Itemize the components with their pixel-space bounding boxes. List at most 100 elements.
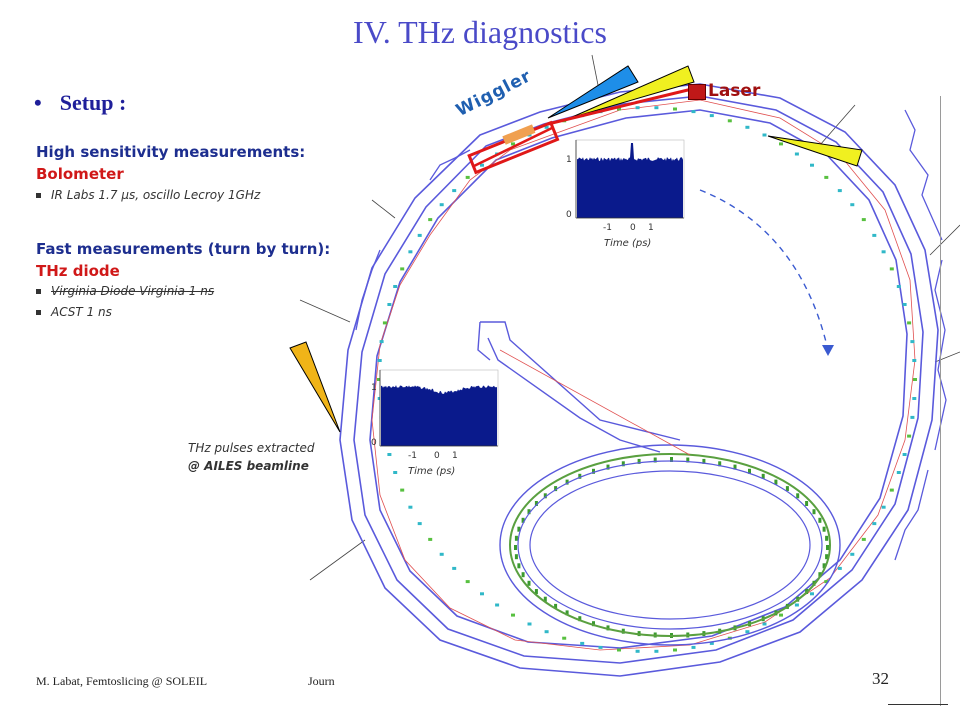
footer-event: Journ: [308, 674, 335, 688]
magnet-mark: [408, 250, 413, 254]
magnet-mark: [377, 359, 382, 362]
booster-magnet-mark: [637, 458, 641, 464]
magnet-mark: [896, 471, 901, 474]
blue-beam: [547, 65, 639, 119]
magnet-mark: [382, 321, 387, 325]
magnet-mark: [907, 434, 912, 438]
inset-top-xtick: -1: [603, 223, 612, 233]
booster-ring: [499, 444, 841, 646]
magnet-mark: [810, 163, 814, 167]
laser-label: Laser: [708, 81, 761, 101]
laser-icon: [688, 84, 706, 100]
booster-magnet-mark: [785, 486, 789, 492]
magnet-mark: [465, 580, 470, 584]
magnet-mark: [872, 233, 877, 237]
orange-beam-ailes: [289, 341, 341, 433]
booster-magnet-mark: [822, 526, 826, 532]
magnet-mark: [465, 175, 470, 179]
magnet-mark: [902, 453, 907, 456]
footer-divider: [888, 704, 948, 705]
inset-top-xtick: 1: [648, 223, 654, 233]
section2-device: THz diode: [36, 262, 120, 280]
yellow-beam-right: [767, 135, 863, 167]
magnet-mark: [428, 537, 433, 541]
magnet-mark: [745, 125, 750, 129]
booster-magnet-mark: [554, 486, 558, 492]
magnet-mark: [824, 175, 829, 179]
magnet-mark: [881, 505, 886, 509]
magnet-mark: [896, 285, 901, 288]
booster-magnet-mark: [565, 610, 569, 616]
booster-magnet-mark: [621, 461, 625, 467]
inset-mid-xlabel: Time (ps): [408, 466, 456, 477]
booster-magnet-mark: [774, 479, 778, 485]
magnet-mark: [452, 189, 457, 193]
booster-magnet-mark: [527, 509, 531, 515]
magnet-mark: [417, 233, 422, 237]
booster-magnet-mark: [514, 554, 518, 560]
page-title: IV. THz diagnostics: [353, 14, 607, 50]
magnet-mark: [654, 106, 659, 110]
section2-item: Virginia Diode Virginia 1 ns: [36, 284, 214, 298]
magnet-mark: [654, 649, 659, 653]
booster-magnet-mark: [670, 457, 673, 462]
magnet-mark: [580, 641, 585, 645]
booster-magnet-mark: [825, 535, 829, 541]
wiggler-laser-line: [473, 126, 553, 168]
booster-magnet-mark: [521, 572, 525, 578]
signal-trace-mid: [381, 385, 497, 446]
magnet-mark: [779, 613, 783, 617]
booster-magnet-mark: [761, 473, 765, 479]
booster-magnet-mark: [826, 545, 829, 550]
booster-magnet-mark: [578, 473, 582, 479]
magnet-mark: [910, 415, 915, 419]
booster-magnet-mark: [748, 468, 751, 474]
magnet-mark: [480, 592, 484, 596]
thz-caption: THz pulses extracted: [188, 441, 315, 455]
magnet-mark: [439, 203, 444, 207]
magnet-mark: [912, 359, 917, 362]
section1-heading: High sensitivity measurements:: [36, 143, 306, 161]
magnet-mark: [837, 189, 842, 193]
inset-mid-xtick: -1: [408, 451, 417, 461]
inset-top-xtick: 0: [630, 223, 636, 233]
magnet-mark: [544, 630, 549, 634]
magnet-mark: [495, 603, 500, 607]
booster-magnet-mark: [543, 493, 547, 499]
booster-magnet-mark: [718, 461, 722, 467]
magnet-mark: [544, 125, 549, 129]
magnet-mark: [598, 645, 603, 649]
square-bullet-icon: [36, 193, 41, 198]
booster-magnet-mark: [702, 458, 706, 464]
magnet-mark: [912, 397, 917, 400]
magnet-mark: [902, 303, 907, 306]
booster-magnet-mark: [825, 554, 829, 560]
magnet-mark: [635, 106, 640, 110]
booster-magnet-mark: [534, 589, 538, 594]
magnet-mark: [400, 488, 405, 492]
footer-author: M. Labat, Femtoslicing @ SOLEIL: [36, 674, 208, 688]
page-number: 32: [872, 669, 889, 688]
magnet-mark: [439, 552, 444, 556]
booster-magnet-mark: [543, 596, 547, 602]
booster-magnet-mark: [517, 563, 521, 569]
square-bullet-icon: [36, 310, 41, 315]
magnet-mark: [745, 630, 750, 634]
booster-magnet-mark: [653, 457, 657, 463]
setup-label: Setup :: [59, 90, 127, 115]
ring-wall-details: [355, 109, 947, 561]
inset-top-ytick-0: 0: [566, 210, 572, 220]
magnet-mark: [617, 107, 621, 111]
magnet-mark: [709, 114, 714, 118]
inset-chart-top: [575, 139, 685, 219]
magnet-mark: [850, 552, 855, 556]
magnet-mark: [428, 218, 433, 222]
arrow-head-icon: [822, 345, 834, 356]
magnet-mark: [881, 250, 886, 254]
booster-magnet-mark: [822, 563, 826, 569]
magnet-mark: [794, 603, 799, 607]
wiggler-magnet: [502, 124, 536, 145]
section1-item: IR Labs 1.7 µs, oscillo Lecroy 1GHz: [36, 188, 260, 202]
magnet-mark: [452, 566, 457, 570]
